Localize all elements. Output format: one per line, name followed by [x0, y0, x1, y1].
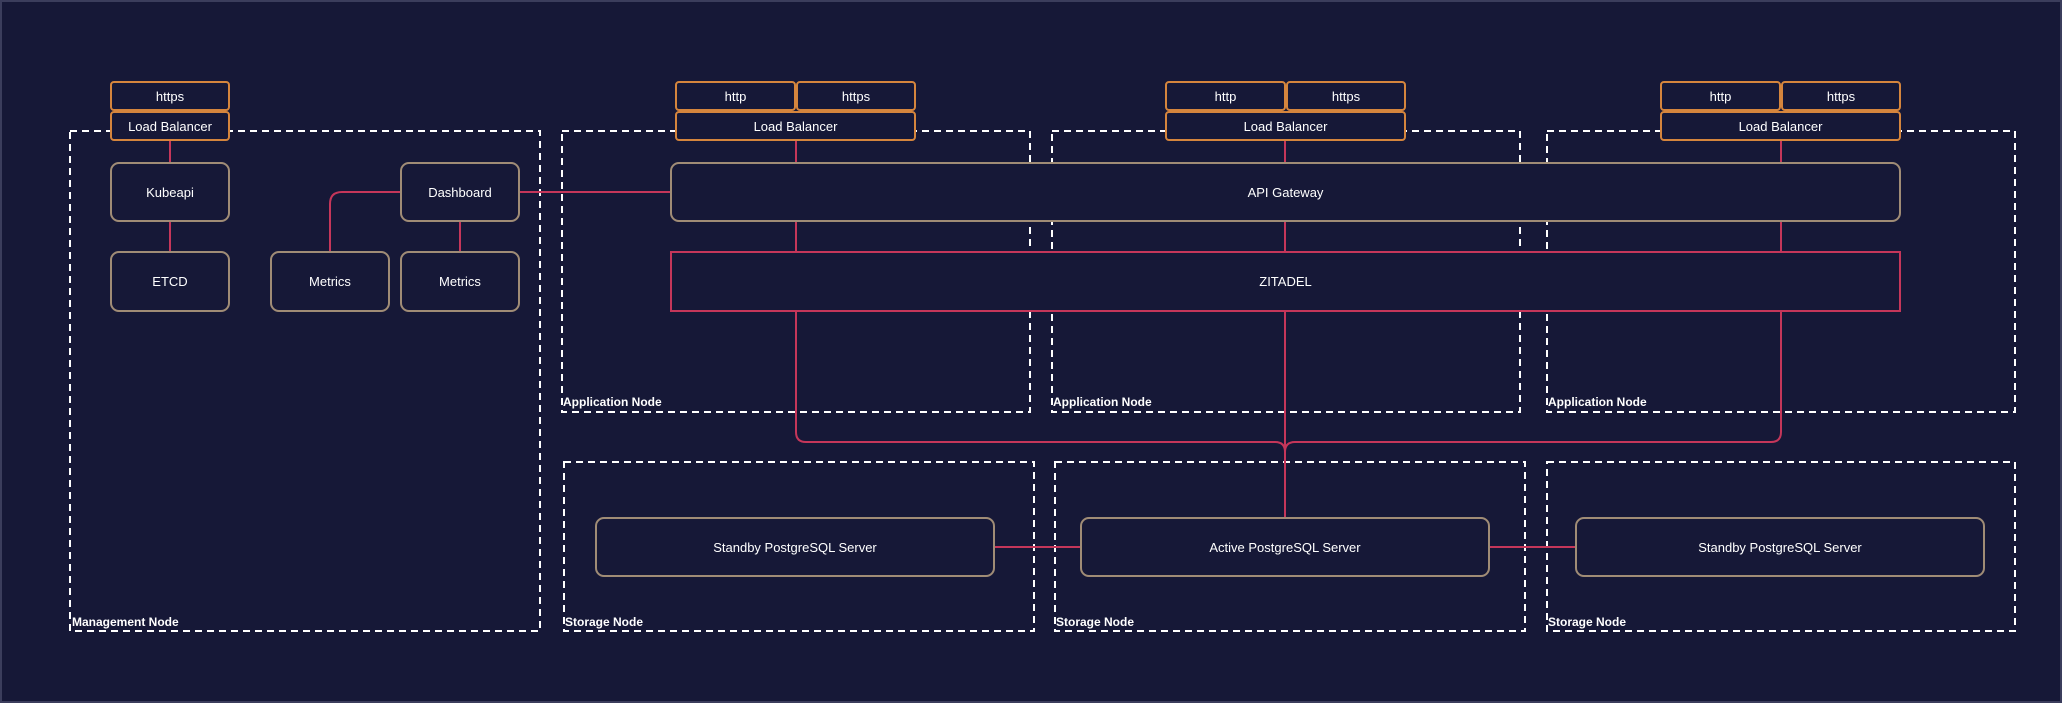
https-port-box[interactable]: https	[1286, 81, 1406, 111]
metrics-box[interactable]: Metrics	[270, 251, 390, 312]
http-port-box[interactable]: http	[1660, 81, 1781, 111]
application-node-label: Application Node	[1548, 395, 1647, 409]
load-balancer-box[interactable]: Load Balancer	[1660, 111, 1901, 141]
dashboard-box[interactable]: Dashboard	[400, 162, 520, 222]
application-node-label: Application Node	[1053, 395, 1152, 409]
https-port-box[interactable]: https	[110, 81, 230, 111]
storage-node-label: Storage Node	[565, 615, 644, 629]
http-port-box[interactable]: http	[675, 81, 796, 111]
standby-postgresql-box[interactable]: Standby PostgreSQL Server	[1575, 517, 1985, 577]
load-balancer-box[interactable]: Load Balancer	[110, 111, 230, 141]
http-port-box[interactable]: http	[1165, 81, 1286, 111]
connector-zitadel-db-left	[795, 312, 1286, 453]
etcd-box[interactable]: ETCD	[110, 251, 230, 312]
standby-postgresql-box[interactable]: Standby PostgreSQL Server	[595, 517, 995, 577]
storage-node-label: Storage Node	[1056, 615, 1135, 629]
https-port-box[interactable]: https	[1781, 81, 1901, 111]
load-balancer-box[interactable]: Load Balancer	[1165, 111, 1406, 141]
metrics-box[interactable]: Metrics	[400, 251, 520, 312]
active-postgresql-box[interactable]: Active PostgreSQL Server	[1080, 517, 1490, 577]
storage-node-label: Storage Node	[1548, 615, 1627, 629]
connector-zitadel-db-right	[1284, 312, 1782, 453]
application-node-label: Application Node	[563, 395, 662, 409]
connector-dashboard-metrics-left	[329, 191, 400, 252]
https-port-box[interactable]: https	[796, 81, 916, 111]
api-gateway-box[interactable]: API Gateway	[670, 162, 1901, 222]
management-node-group	[69, 130, 541, 632]
management-node-label: Management Node	[72, 615, 179, 629]
load-balancer-box[interactable]: Load Balancer	[675, 111, 916, 141]
kubeapi-box[interactable]: Kubeapi	[110, 162, 230, 222]
zitadel-box[interactable]: ZITADEL	[670, 251, 1901, 312]
